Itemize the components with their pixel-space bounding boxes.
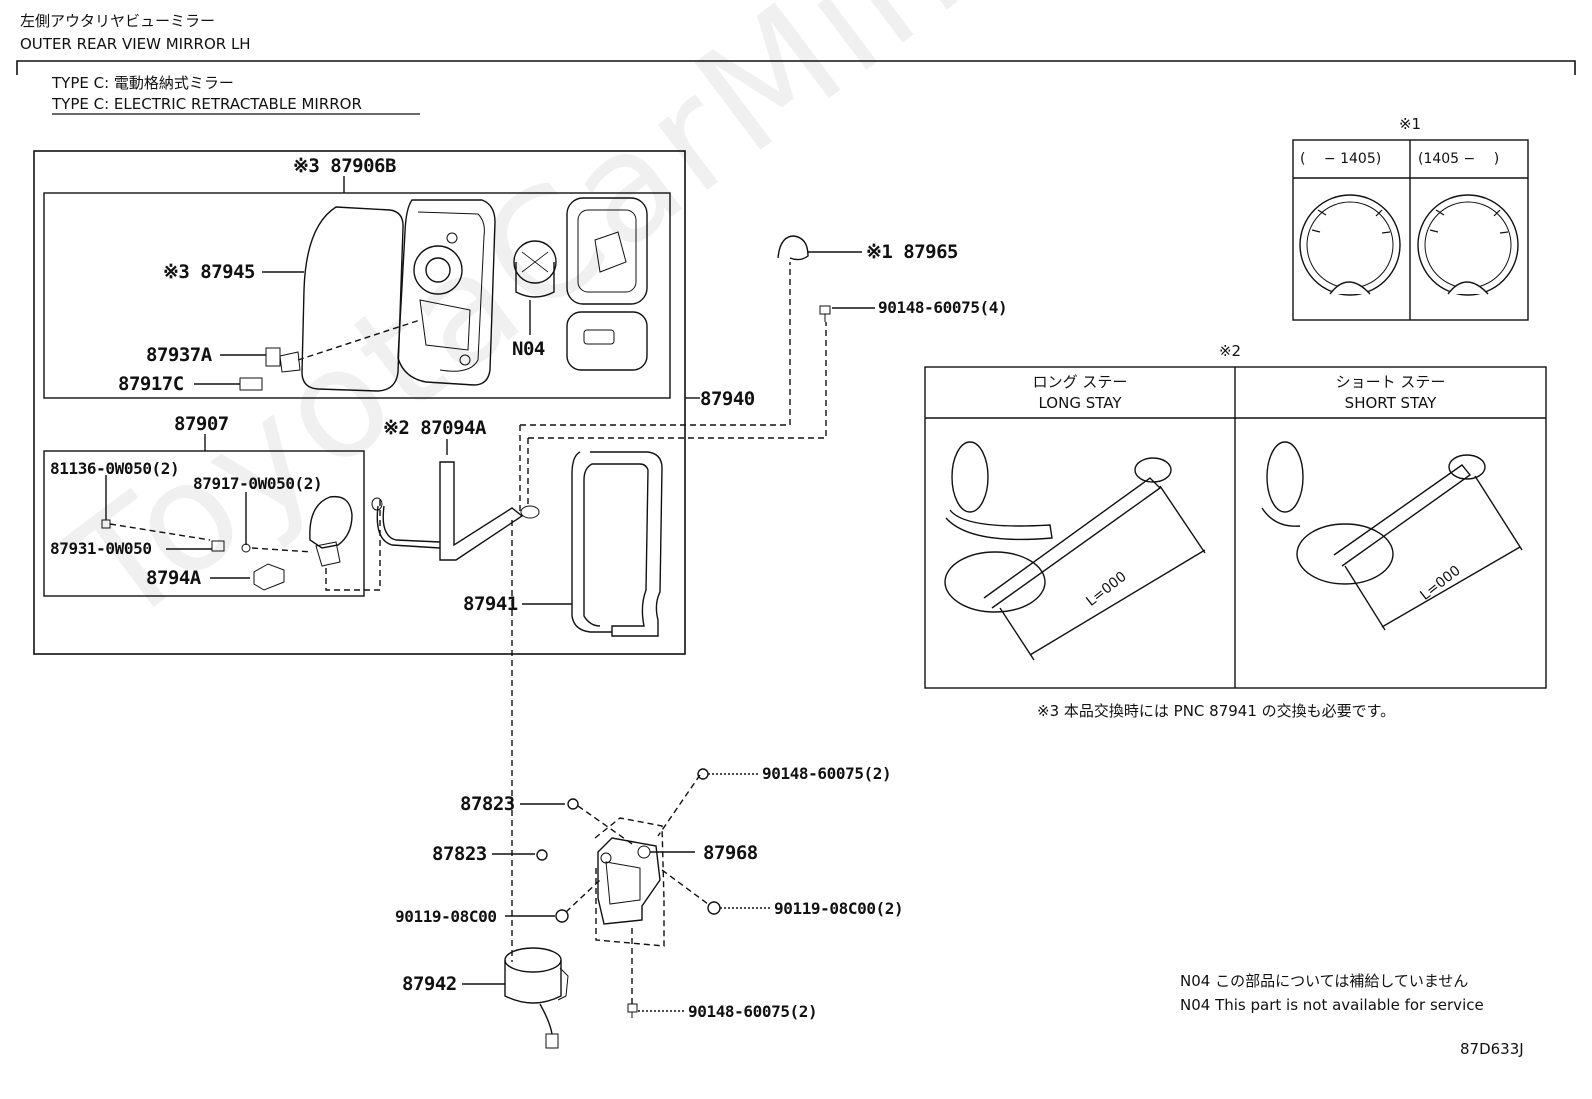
motor-87942: [504, 947, 562, 973]
mirror-housing: [397, 199, 496, 386]
illustration-code: 87D633J: [1460, 1040, 1524, 1058]
lower-mirror: [566, 311, 648, 371]
part-87965: ※1 87965: [866, 241, 959, 263]
table1-col2: (1405 − ): [1418, 151, 1500, 167]
bracket-87968: [597, 837, 661, 925]
type-jp: TYPE C: 電動格納式ミラー: [52, 74, 234, 92]
note-n04-en: N04 This part is not available for servi…: [1180, 996, 1484, 1014]
part-87094A: ※2 87094A: [383, 417, 486, 439]
part-81136: 81136-0W050(2): [50, 459, 180, 478]
outer-bracket: [16, 60, 1576, 75]
n04-motor: [513, 240, 557, 284]
mirror-glass: [301, 206, 404, 392]
part-87823-b: 87823: [432, 843, 487, 865]
cap-87965: [777, 235, 809, 261]
part-8794A: 8794A: [146, 567, 201, 589]
table2-title: ※2: [1218, 342, 1242, 360]
part-90148-2a: 90148-60075(2): [762, 764, 892, 783]
subassy-box-87906B: [43, 192, 671, 399]
stay-87094A: [439, 461, 524, 561]
note-3: ※3 本品交換時には PNC 87941 の交換も必要です。: [1037, 702, 1396, 720]
part-87941: 87941: [463, 593, 518, 615]
mirror-plate: [566, 197, 648, 305]
part-90148-4: 90148-60075(4): [878, 298, 1008, 317]
frame-87941: [583, 451, 663, 637]
part-87931: 87931-0W050: [50, 539, 152, 558]
part-N04: N04: [512, 338, 545, 360]
type-en: TYPE C: ELECTRIC RETRACTABLE MIRROR: [52, 95, 362, 113]
part-90119: 90119-08C00: [395, 907, 497, 926]
part-87823-a: 87823: [460, 793, 515, 815]
part-87917C: 87917C: [118, 373, 184, 395]
part-87906B: ※3 87906B: [293, 155, 396, 177]
part-90119-2: 90119-08C00(2): [774, 899, 904, 918]
part-87942: 87942: [402, 973, 457, 995]
part-87937A: 87937A: [146, 344, 212, 366]
assembly-box-87940: [33, 150, 686, 655]
title-jp: 左側アウタリヤビューミラー: [20, 12, 216, 30]
part-87945: ※3 87945: [163, 261, 256, 283]
short-stay-en: SHORT STAY: [1344, 394, 1437, 412]
note-n04-jp: N04 この部品については補給していません: [1180, 972, 1469, 990]
subassy-box-87907: [43, 450, 365, 597]
table1-title: ※1: [1398, 115, 1422, 133]
part-87907: 87907: [174, 413, 229, 435]
part-87940: 87940: [700, 388, 755, 410]
part-90148-2b: 90148-60075(2): [688, 1002, 818, 1021]
long-stay-jp: ロング ステー: [1032, 373, 1128, 391]
table1-col1: ( − 1405): [1300, 151, 1382, 167]
title-en: OUTER REAR VIEW MIRROR LH: [20, 35, 251, 53]
long-stay-en: LONG STAY: [1038, 394, 1122, 412]
part-87917-0W050: 87917-0W050(2): [193, 474, 323, 493]
part-87968: 87968: [703, 842, 758, 864]
lamp-cover: [309, 495, 353, 549]
short-stay-jp: ショート ステー: [1335, 373, 1446, 391]
